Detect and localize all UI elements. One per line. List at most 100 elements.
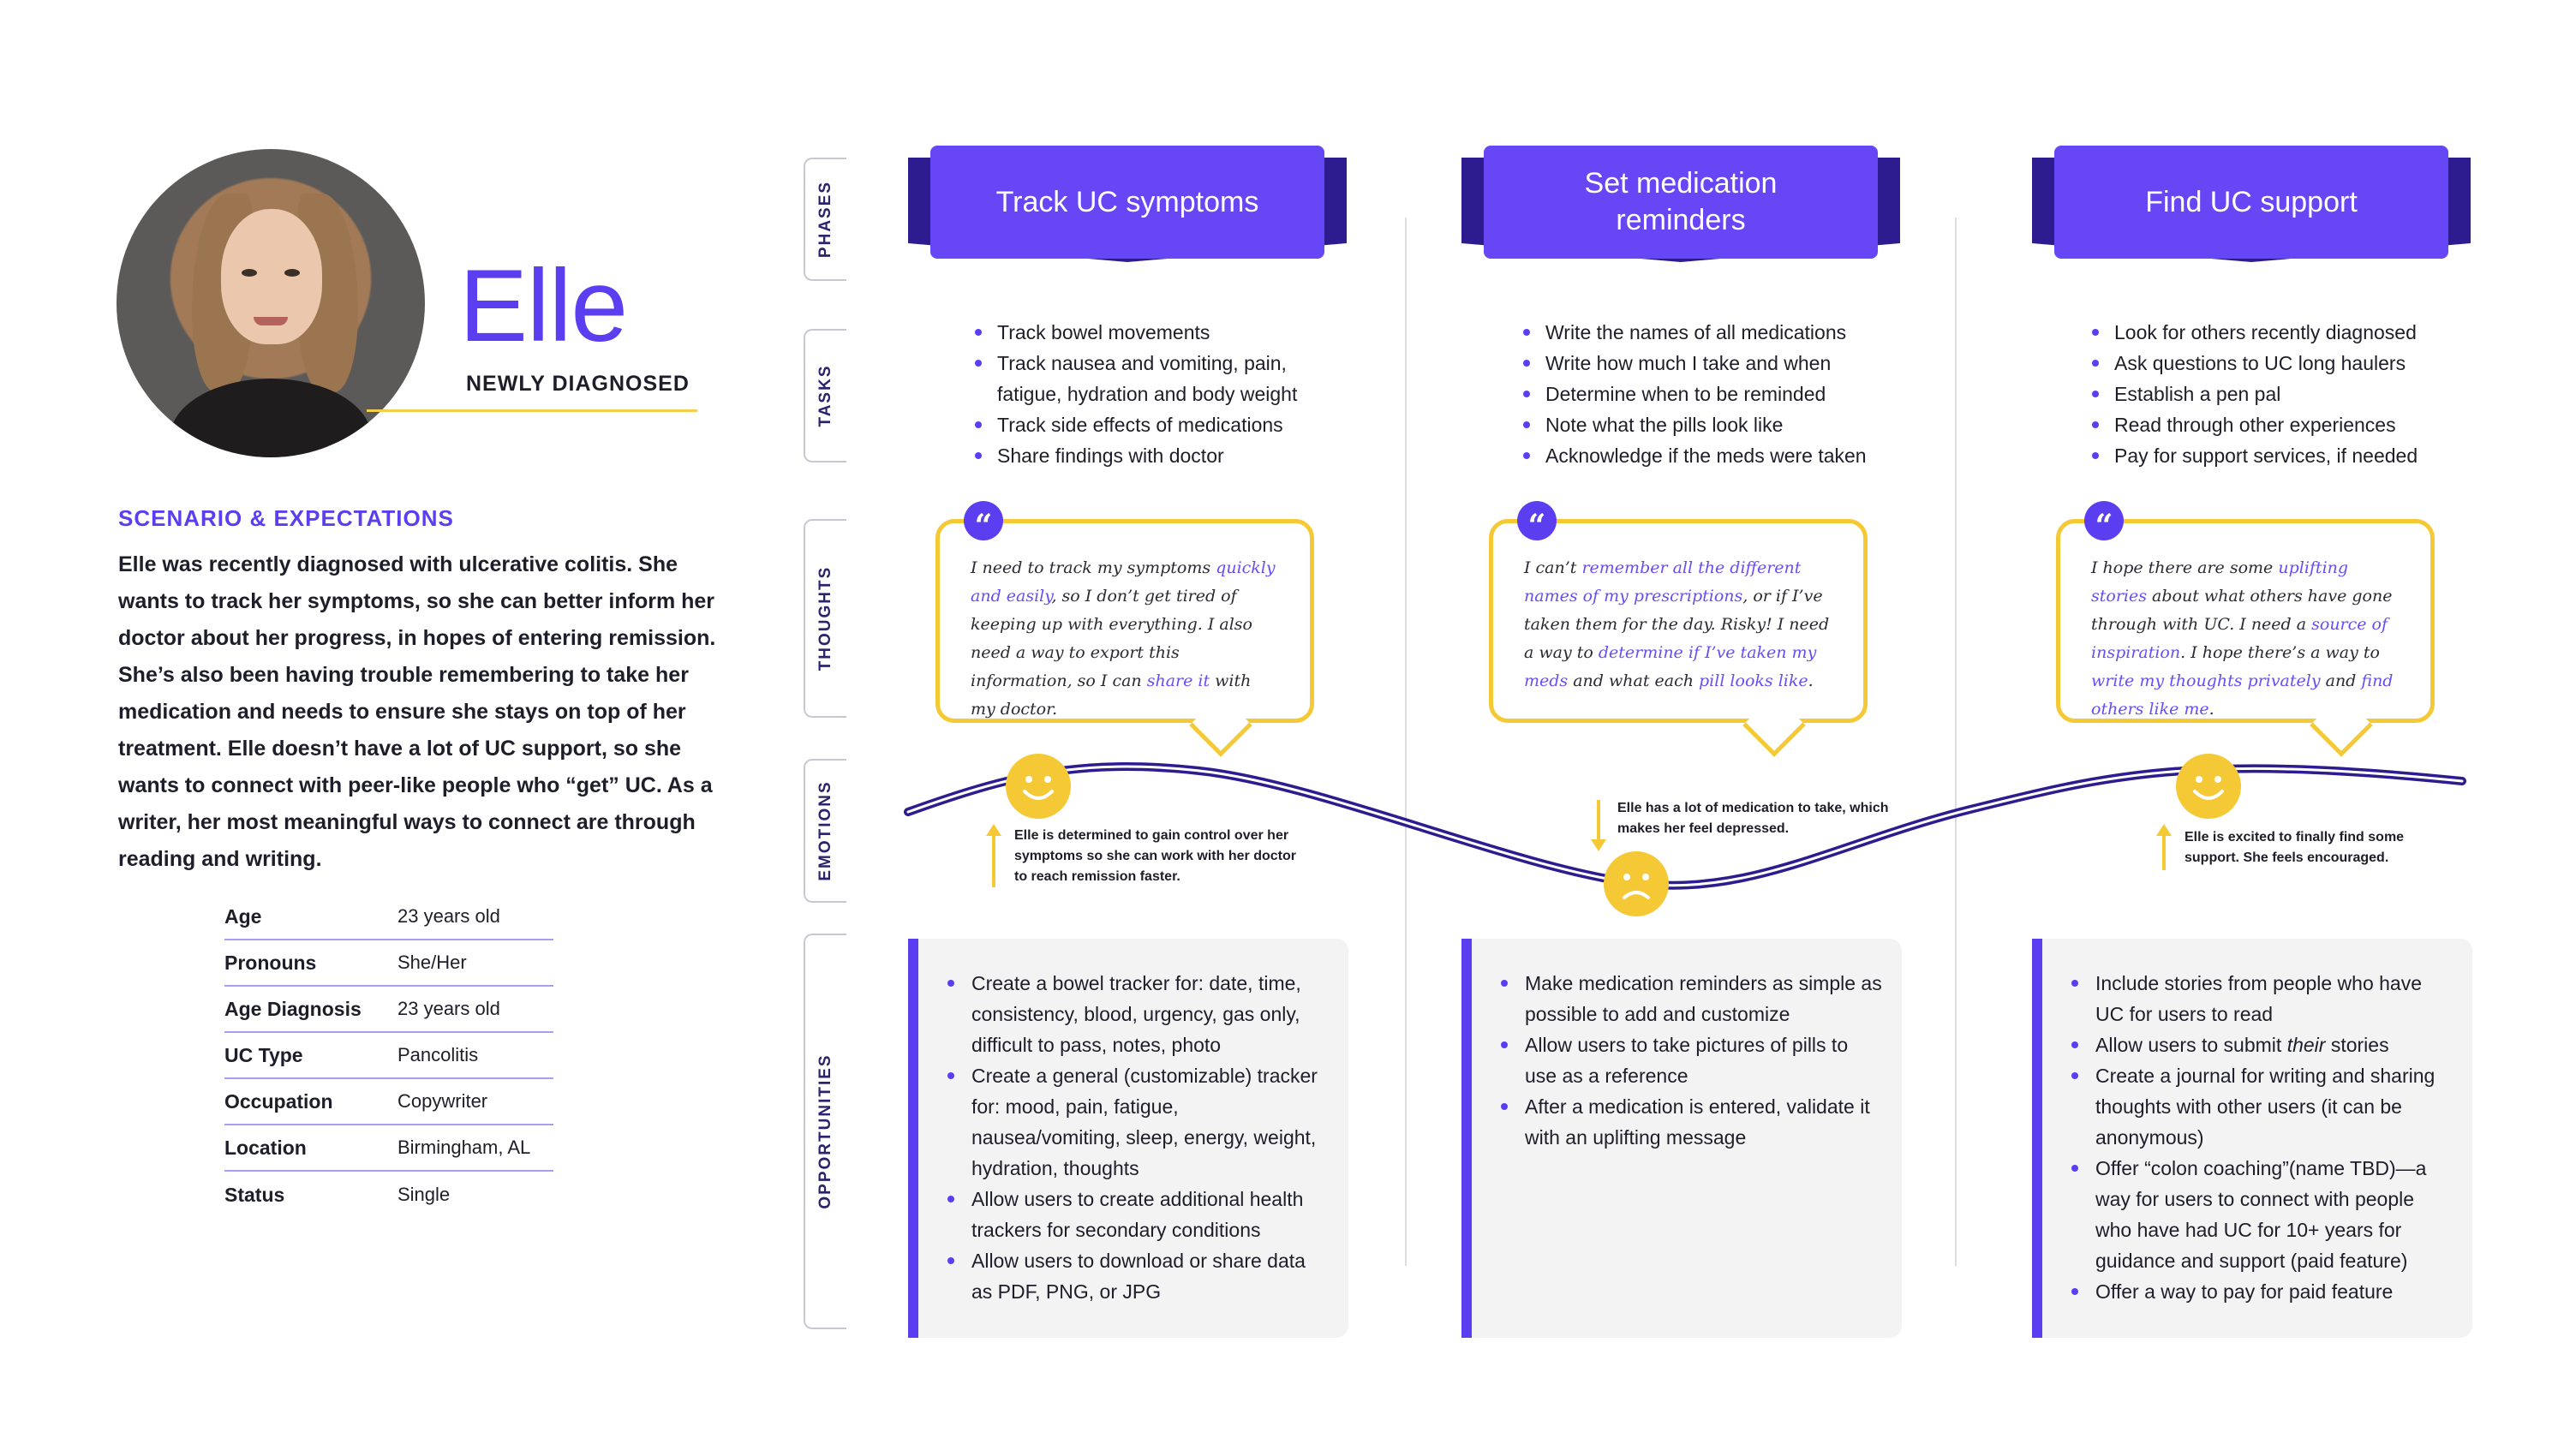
opportunity-list: Make medication reminders as simple as p… (1494, 968, 1885, 1153)
task-item: Write how much I take and when (1521, 348, 1898, 379)
thought-text: I can’t remember all the different names… (1524, 554, 1834, 695)
phase-banner: Track UC symptoms (908, 146, 1347, 274)
task-list: Look for others recently diagnosed Ask q… (2090, 317, 2467, 471)
emotion-note: Elle has a lot of medication to take, wh… (1617, 801, 1889, 836)
opportunity-text: Create a journal for writing and sharing… (2095, 1065, 2436, 1149)
fact-label: Pronouns (224, 951, 317, 974)
row-label-emotions: EMOTIONS (804, 759, 846, 903)
persona-status: NEWLY DIAGNOSED (466, 372, 690, 396)
thought-segment: . I hope there’s a way to (2180, 643, 2380, 662)
thought-highlight: source of inspiration (2091, 615, 2388, 662)
opportunity-text: Allow users to submit (2095, 1034, 2287, 1056)
task-item: Establish a pen pal (2090, 379, 2467, 409)
emotion-note: Elle is determined to gain control over … (1014, 828, 1296, 884)
opportunity-text: Allow users to download or share data as… (971, 1250, 1306, 1303)
thought-highlight: remember all the different names of my p… (1524, 558, 1802, 606)
task-item: Ask questions to UC long haulers (2090, 348, 2467, 379)
thought-highlight: uplifting stories (2091, 558, 2349, 606)
opportunity-text: Offer a way to pay for paid feature (2095, 1280, 2394, 1303)
happy-face-icon (1006, 754, 1071, 819)
task-item: Look for others recently diagnosed (2090, 317, 2467, 348)
opportunity-text: Create a general (customizable) tracker … (971, 1065, 1318, 1179)
persona-photo (117, 149, 425, 457)
task-item: Share findings with doctor (973, 440, 1333, 471)
opportunity-item: Offer “colon coaching”(name TBD)—a way f… (2065, 1153, 2455, 1276)
thought-bubble: “ I can’t remember all the different nam… (1489, 501, 1868, 757)
row-label-opportunities: OPPORTUNITIES (804, 934, 846, 1329)
quote-icon: “ (1517, 501, 1557, 544)
fact-value: 23 years old (397, 998, 500, 1019)
thought-highlight: find others like me (2091, 671, 2394, 719)
opportunity-text: Create a bowel tracker for: date, time, … (971, 972, 1301, 1056)
thought-segment: and what each (1568, 671, 1699, 690)
opportunity-text: Make medication reminders as simple as p… (1525, 972, 1882, 1025)
opportunity-text: their (2286, 1034, 2326, 1056)
opportunity-list: Include stories from people who have UC … (2065, 968, 2455, 1307)
thought-text: I hope there are some uplifting stories … (2091, 554, 2401, 724)
task-item: Acknowledge if the meds were taken (1521, 440, 1898, 471)
thought-segment: with my doctor. (971, 671, 1252, 719)
emotion-note: Elle is excited to finally find some sup… (2184, 830, 2405, 865)
task-item: Pay for support services, if needed (2090, 440, 2467, 471)
fact-label: Age (224, 904, 262, 928)
opportunities-card: Make medication reminders as simple as p… (1461, 939, 1902, 1338)
column-divider (1955, 218, 1957, 1266)
task-item: Determine when to be reminded (1521, 379, 1898, 409)
thought-text: I need to track my symptoms quickly and … (971, 554, 1281, 724)
opportunity-item: Offer a way to pay for paid feature (2065, 1276, 2455, 1307)
quote-icon: “ (964, 501, 1003, 544)
opportunity-list: Create a bowel tracker for: date, time, … (941, 968, 1331, 1307)
fact-row: Age 23 years old (224, 894, 553, 940)
row-label-tasks: TASKS (804, 329, 846, 462)
opportunity-text: stories (2325, 1034, 2389, 1056)
fact-value: 23 years old (397, 905, 500, 927)
thought-segment: . (2208, 700, 2214, 719)
opportunity-item: Create a journal for writing and sharing… (2065, 1060, 2455, 1153)
arrow-down-icon (1591, 800, 1606, 851)
opportunity-text: After a medication is entered, validate … (1525, 1095, 1870, 1149)
fact-label: Status (224, 1183, 285, 1206)
fact-label: Location (224, 1136, 307, 1159)
thought-bubble: “ I need to track my symptoms quickly an… (935, 501, 1314, 757)
opportunity-item: After a medication is entered, validate … (1494, 1091, 1885, 1153)
task-item: Read through other experiences (2090, 409, 2467, 440)
thought-segment: I need to track my symptoms (971, 558, 1216, 577)
fact-row: UC Type Pancolitis (224, 1033, 553, 1079)
opportunity-text: Offer “colon coaching”(name TBD)—a way f… (2095, 1157, 2427, 1272)
opportunity-item: Allow users to download or share data as… (941, 1245, 1331, 1307)
thought-highlight: pill looks like (1699, 671, 1808, 690)
phase-banner: Find UC support (2032, 146, 2471, 274)
task-item: Write the names of all medications (1521, 317, 1898, 348)
thought-bubble: “ I hope there are some uplifting storie… (2056, 501, 2435, 757)
fact-value: She/Her (397, 952, 467, 973)
task-list: Write the names of all medications Write… (1521, 317, 1898, 471)
task-item: Track bowel movements (973, 317, 1333, 348)
thought-highlight: determine if I’ve taken my meds (1524, 643, 1817, 690)
persona-name: Elle (459, 248, 628, 363)
opportunity-item: Allow users to submit their stories (2065, 1029, 2455, 1060)
fact-value: Single (397, 1184, 451, 1205)
opportunity-item: Make medication reminders as simple as p… (1494, 968, 1885, 1029)
opportunity-text: Allow users to take pictures of pills to… (1525, 1034, 1849, 1087)
thought-segment: and (2320, 671, 2362, 690)
fact-row: Pronouns She/Her (224, 940, 553, 987)
fact-value: Copywriter (397, 1090, 488, 1112)
fact-value: Pancolitis (397, 1044, 479, 1065)
column-divider (1405, 218, 1407, 1266)
thought-highlight: write my thoughts privately (2091, 671, 2321, 690)
persona-facts-table: Age 23 years old Pronouns She/Her Age Diag… (224, 894, 553, 1218)
phase-title: Track UC symptoms (995, 185, 1259, 218)
arrow-up-icon (2156, 824, 2172, 870)
phase-title: Set medication reminders (1584, 167, 1778, 236)
opportunity-item: Include stories from people who have UC … (2065, 968, 2455, 1029)
fact-label: UC Type (224, 1043, 303, 1066)
thought-segment: about what others have gone through with… (2091, 587, 2393, 634)
thought-highlight: quickly and easily (971, 558, 1276, 606)
opportunity-item: Create a bowel tracker for: date, time, … (941, 968, 1331, 1060)
thought-segment: , so I don’t get tired of keeping up wit… (971, 587, 1252, 690)
opportunity-text: Allow users to create additional health … (971, 1188, 1304, 1241)
fact-row: Status Single (224, 1172, 553, 1218)
scenario-text: Elle was recently diagnosed with ulcerat… (118, 552, 716, 871)
